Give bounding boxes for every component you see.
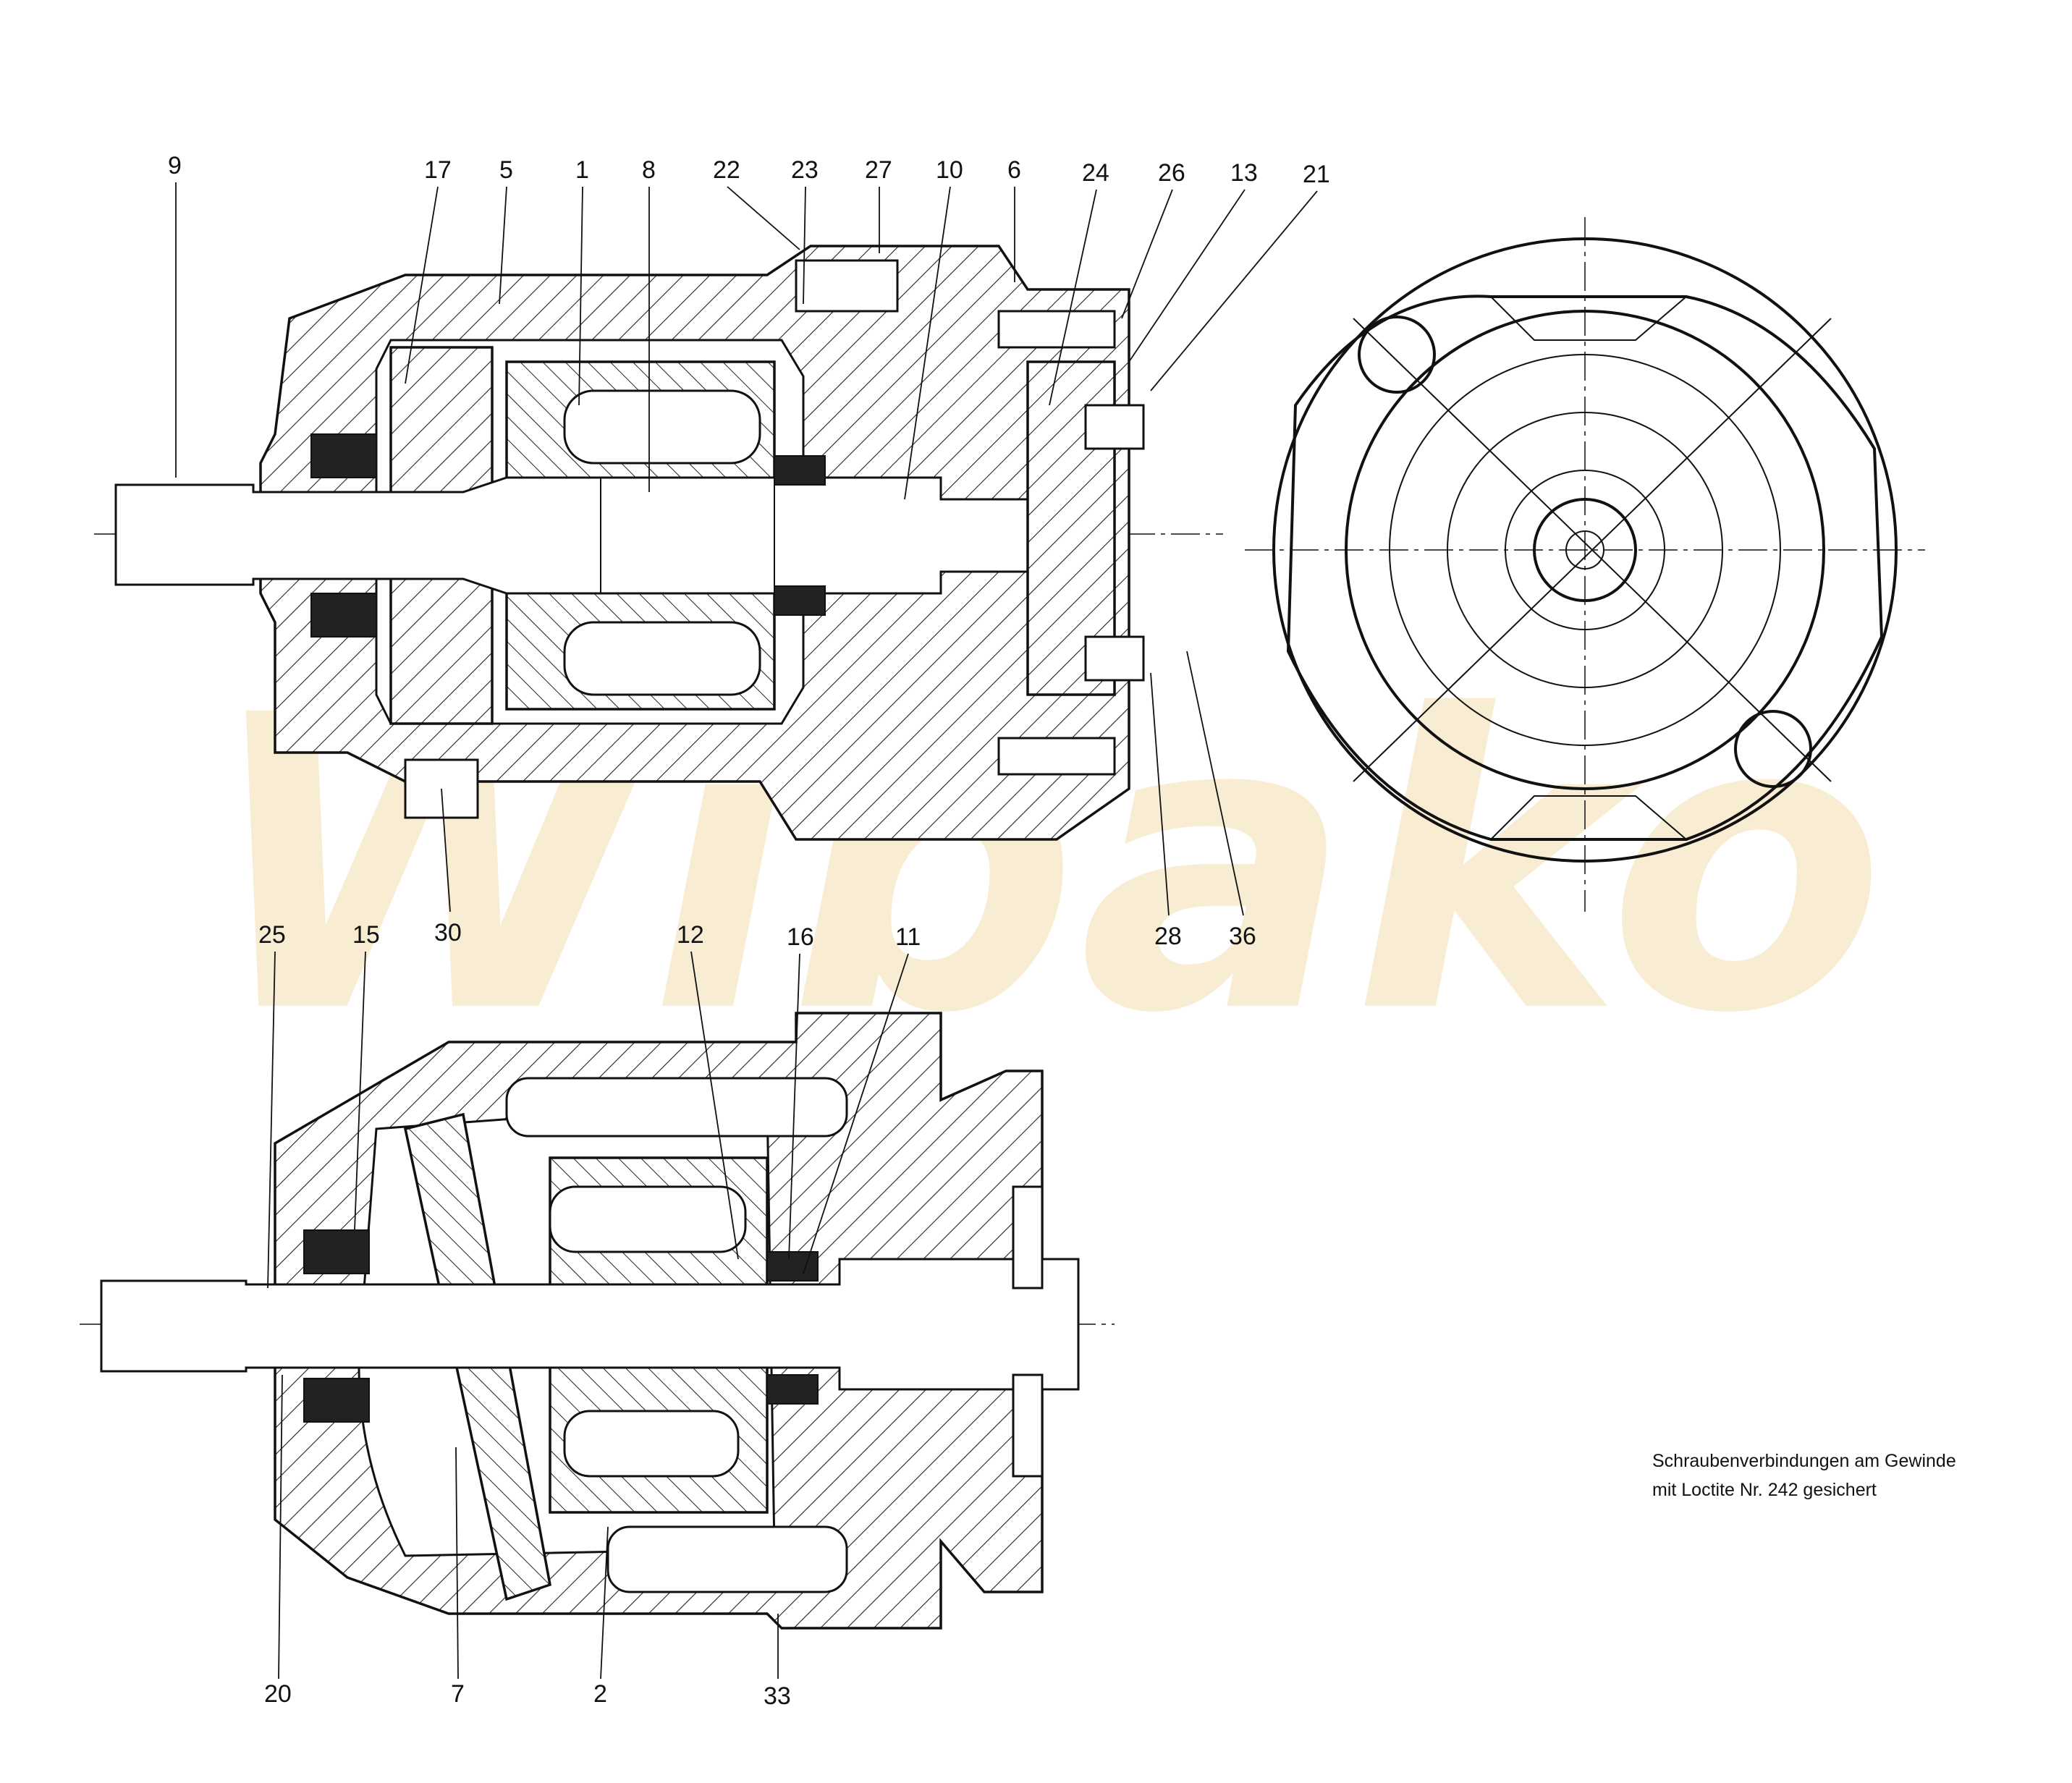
leader-lines xyxy=(175,182,1318,1680)
callout-13: 13 xyxy=(1230,159,1258,187)
callout-20: 20 xyxy=(264,1680,292,1708)
callout-17: 17 xyxy=(424,156,452,184)
lower-section-view xyxy=(80,1012,1115,1630)
callout-24: 24 xyxy=(1082,159,1109,187)
end-view xyxy=(1245,217,1925,912)
loctite-note: Schraubenverbindungen am Gewinde mit Loc… xyxy=(1652,1451,1956,1500)
callout-15: 15 xyxy=(352,921,380,949)
callout-7: 7 xyxy=(451,1680,465,1708)
callout-9: 9 xyxy=(168,152,182,179)
callout-25: 25 xyxy=(258,921,286,949)
callout-6: 6 xyxy=(1007,156,1021,184)
callout-27: 27 xyxy=(865,156,892,184)
callout-33: 33 xyxy=(764,1682,791,1710)
lower-drive-shaft xyxy=(100,1258,1080,1391)
callouts-bottom: 20 7 2 33 xyxy=(264,1680,791,1710)
note-line-1: Schraubenverbindungen am Gewinde xyxy=(1652,1451,1956,1471)
callout-16: 16 xyxy=(787,923,814,951)
callout-12: 12 xyxy=(677,921,704,949)
callout-23: 23 xyxy=(791,156,819,184)
callout-1: 1 xyxy=(575,156,589,184)
callout-22: 22 xyxy=(713,156,740,184)
callout-36: 36 xyxy=(1229,923,1256,950)
note-line-2: mit Loctite Nr. 242 gesichert xyxy=(1652,1480,1877,1500)
callout-10: 10 xyxy=(936,156,963,184)
callout-11: 11 xyxy=(895,923,921,951)
callouts-top: 9 17 5 1 8 22 23 27 10 6 24 26 13 21 xyxy=(168,152,1330,188)
callout-5: 5 xyxy=(499,156,513,184)
callout-8: 8 xyxy=(642,156,656,184)
callout-28: 28 xyxy=(1154,923,1182,950)
callout-2: 2 xyxy=(593,1680,607,1708)
callouts-lower-top: 25 15 12 16 11 xyxy=(258,921,921,951)
callout-21: 21 xyxy=(1303,161,1330,188)
callout-26: 26 xyxy=(1158,159,1185,187)
top-section-view xyxy=(94,245,1223,841)
callouts-middle: 30 28 36 xyxy=(434,919,1256,950)
callout-30: 30 xyxy=(434,919,462,946)
